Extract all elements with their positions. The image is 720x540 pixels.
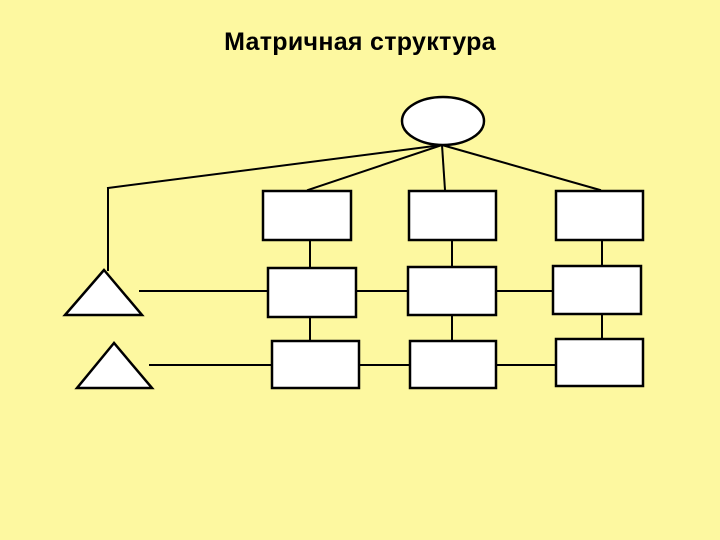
matrix-cell-r3-c3 (554, 337, 645, 388)
side-node-triangle-2 (74, 341, 155, 390)
matrix-cell-r1-c2 (407, 189, 498, 242)
matrix-cell-r2-c1 (266, 266, 358, 319)
connector-top-to-column-3 (440, 143, 602, 192)
side-node-triangle-1 (62, 268, 145, 317)
matrix-cell-r1-c1 (261, 189, 353, 242)
matrix-cell-r2-c3 (551, 264, 643, 316)
connector-top-to-column-1 (306, 143, 444, 192)
connector-top-to-left-branch (106, 143, 444, 190)
slide-title: Матричная структура (224, 28, 496, 56)
matrix-cell-r3-c1 (270, 339, 361, 390)
matrix-cell-r2-c2 (406, 265, 498, 317)
connector-lines (106, 143, 603, 366)
connector-top-to-column-2 (440, 143, 447, 192)
matrix-cell-r3-c2 (408, 339, 498, 390)
diagram-shapes (62, 95, 645, 390)
matrix-cell-r1-c3 (554, 189, 645, 242)
top-management-node (400, 95, 486, 147)
